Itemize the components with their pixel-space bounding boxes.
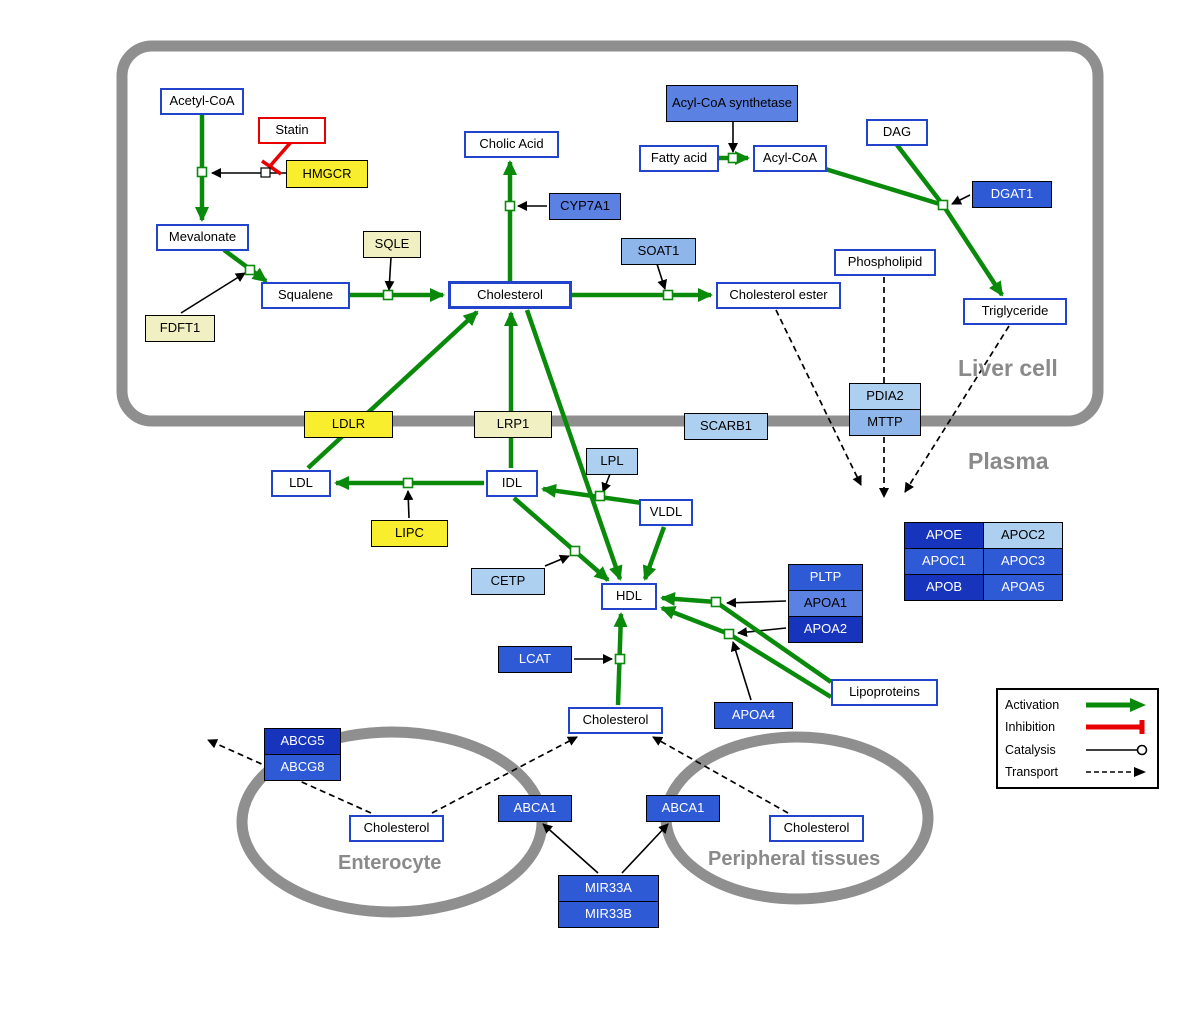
inhibition-tbar-icon [1086,720,1145,735]
liver-cell-label: Liver cell [958,355,1058,381]
node-mevalonate[interactable]: Mevalonate [156,224,249,251]
node-cholesterol-liver[interactable]: Cholesterol [448,281,572,309]
node-apoc2[interactable]: APOC2 [983,522,1063,549]
node-apoa4[interactable]: APOA4 [714,702,793,729]
node-squalene[interactable]: Squalene [261,282,350,309]
transport-dashed-arrow-icon [1086,766,1146,777]
node-apoa5[interactable]: APOA5 [983,574,1063,601]
enterocyte-outline [236,726,548,918]
node-hdl[interactable]: HDL [601,583,657,610]
node-sqle[interactable]: SQLE [363,231,421,258]
node-mir33a[interactable]: MIR33A [558,875,659,902]
legend: Activation Inhibition Catalysis Transpor… [996,688,1159,789]
node-vldl[interactable]: VLDL [639,499,693,526]
peripheral-tissues-label: Peripheral tissues [708,848,881,870]
enterocyte-label: Enterocyte [338,852,442,874]
node-apoa2[interactable]: APOA2 [788,616,863,643]
node-pdia2[interactable]: PDIA2 [849,383,921,410]
node-mir33b[interactable]: MIR33B [558,901,659,928]
legend-inhibition-label: Inhibition [1005,720,1056,735]
node-lipc[interactable]: LIPC [371,520,448,547]
inhibited-reaction-node [260,167,271,178]
node-cyp7a1[interactable]: CYP7A1 [549,193,621,220]
node-cholesterol-peripheral[interactable]: Cholesterol [769,815,864,842]
node-scarb1[interactable]: SCARB1 [684,413,768,440]
legend-inhibition: Inhibition [1005,716,1150,738]
compartment-outlines [116,40,1104,918]
node-phospholipid[interactable]: Phospholipid [834,249,936,276]
node-pltp[interactable]: PLTP [788,564,863,591]
node-triglyceride[interactable]: Triglyceride [963,298,1067,325]
reaction-nodes [196,152,949,665]
node-apoe[interactable]: APOE [904,522,984,549]
node-hmgcr[interactable]: HMGCR [286,160,368,188]
node-acetyl-coa[interactable]: Acetyl-CoA [160,88,244,115]
node-lcat[interactable]: LCAT [498,646,572,673]
node-abca1-enterocyte[interactable]: ABCA1 [498,795,572,822]
node-dag[interactable]: DAG [866,119,928,146]
activation-arrow-icon [1086,698,1146,713]
node-cholesterol-enterocyte[interactable]: Cholesterol [349,815,444,842]
node-idl[interactable]: IDL [486,470,538,497]
node-cholesterol-plasma[interactable]: Cholesterol [568,707,663,734]
node-lipoproteins[interactable]: Lipoproteins [831,679,938,706]
node-ldl[interactable]: LDL [271,470,331,497]
node-cetp[interactable]: CETP [471,568,545,595]
legend-catalysis: Catalysis [1005,739,1150,761]
node-statin[interactable]: Statin [258,117,326,144]
node-lrp1[interactable]: LRP1 [474,411,552,438]
node-mttp[interactable]: MTTP [849,409,921,436]
legend-transport-label: Transport [1005,764,1059,779]
node-abcg5[interactable]: ABCG5 [264,728,341,755]
legend-activation: Activation [1005,694,1150,716]
node-abca1-peripheral[interactable]: ABCA1 [646,795,720,822]
node-fdft1[interactable]: FDFT1 [145,315,215,342]
node-acyl-coa-synthetase[interactable]: Acyl-CoA synthetase [666,85,798,122]
node-apoa1[interactable]: APOA1 [788,590,863,617]
node-ldlr[interactable]: LDLR [304,411,393,438]
inhibition-edge-statin [260,140,293,176]
node-dgat1[interactable]: DGAT1 [972,181,1052,208]
node-apoc1[interactable]: APOC1 [904,548,984,575]
legend-catalysis-label: Catalysis [1005,742,1056,757]
node-cholesterol-ester[interactable]: Cholesterol ester [716,282,841,309]
node-apob[interactable]: APOB [904,574,984,601]
plasma-label: Plasma [968,448,1049,474]
liver-cell-outline [116,40,1104,427]
legend-transport: Transport [1005,761,1150,783]
node-cholic-acid[interactable]: Cholic Acid [464,131,559,158]
node-lpl[interactable]: LPL [586,448,638,475]
node-acyl-coa[interactable]: Acyl-CoA [753,145,827,172]
catalysis-edges [180,122,971,874]
legend-activation-label: Activation [1005,698,1060,713]
node-soat1[interactable]: SOAT1 [621,238,696,265]
node-abcg8[interactable]: ABCG8 [264,754,341,781]
node-fatty-acid[interactable]: Fatty acid [639,145,719,172]
catalysis-circle-icon [1086,744,1148,755]
node-apoc3[interactable]: APOC3 [983,548,1063,575]
